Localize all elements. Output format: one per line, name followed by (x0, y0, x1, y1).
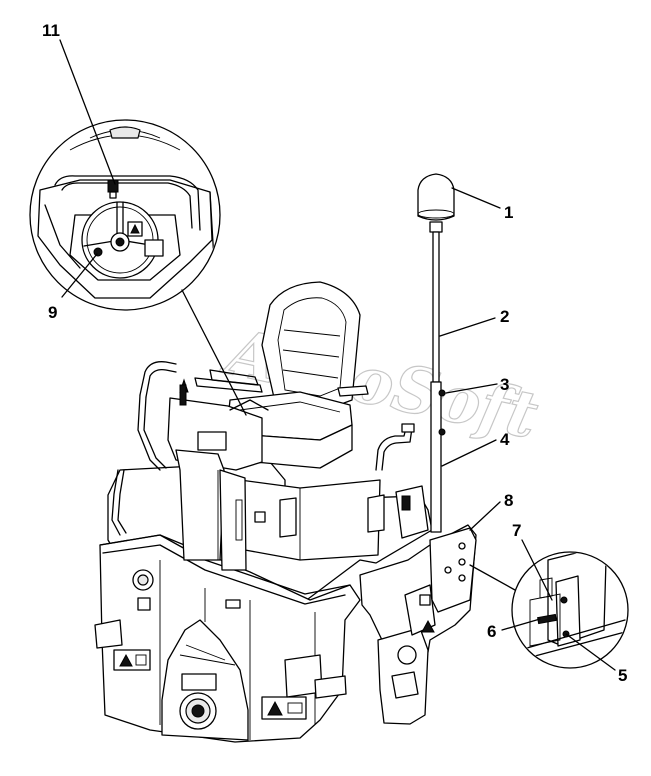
leader-8 (469, 501, 501, 531)
seat-back (261, 281, 361, 413)
beacon-pole-upper (432, 231, 440, 383)
callout-labels: 11 9 1 2 3 4 8 7 6 5 (42, 21, 627, 685)
leader-1 (451, 187, 501, 209)
steering-column (175, 449, 225, 561)
leader-6 (501, 618, 541, 631)
leader-5 (565, 633, 616, 671)
rail-right (375, 427, 407, 471)
machine-body (94, 461, 433, 743)
callout-7: 7 (512, 521, 521, 540)
detail-decal-6 (537, 613, 557, 625)
operator-rails (111, 361, 415, 536)
callout-6: 6 (487, 622, 496, 641)
callout-4: 4 (500, 430, 510, 449)
beacon-base (429, 221, 443, 233)
callout-1: 1 (504, 203, 513, 222)
callout-3: 3 (500, 375, 509, 394)
detail-switch-11 (107, 179, 119, 193)
seat-base-label (254, 511, 266, 523)
leader-9 (61, 253, 98, 298)
detail-knob-9 (93, 247, 103, 257)
leader-4 (441, 439, 497, 467)
beacon-assembly (417, 173, 455, 533)
joystick (179, 384, 187, 406)
warning-decal-right (261, 696, 307, 720)
rail-left-upper (139, 361, 177, 396)
detail-view-bracket (511, 551, 629, 669)
callout-9: 9 (48, 303, 57, 322)
beacon-light (417, 173, 455, 221)
side-bracket-left (94, 619, 123, 649)
armrest-right (337, 385, 369, 397)
clamp-bolt-lower (438, 428, 446, 436)
leader-3 (445, 383, 498, 394)
leader-7 (521, 539, 553, 601)
detail-leader-steering (181, 289, 247, 416)
side-console (395, 485, 429, 539)
leader-11 (59, 39, 116, 185)
mount-plate (429, 527, 477, 613)
callout-leaders (59, 39, 616, 671)
callout-5: 5 (618, 666, 627, 685)
display-screen (197, 431, 227, 451)
callout-8: 8 (504, 491, 513, 510)
detail-view-steering (29, 119, 221, 311)
callout-2: 2 (500, 307, 509, 326)
beacon-pole-lower (430, 381, 442, 533)
right-side-assembly (359, 485, 477, 725)
warning-decal-left (113, 649, 151, 671)
leader-2 (439, 317, 496, 337)
steering-console (167, 369, 269, 571)
clamp-bolt-upper (438, 389, 446, 397)
detail-leader-bracket (469, 564, 516, 591)
callout-11: 11 (42, 21, 60, 40)
